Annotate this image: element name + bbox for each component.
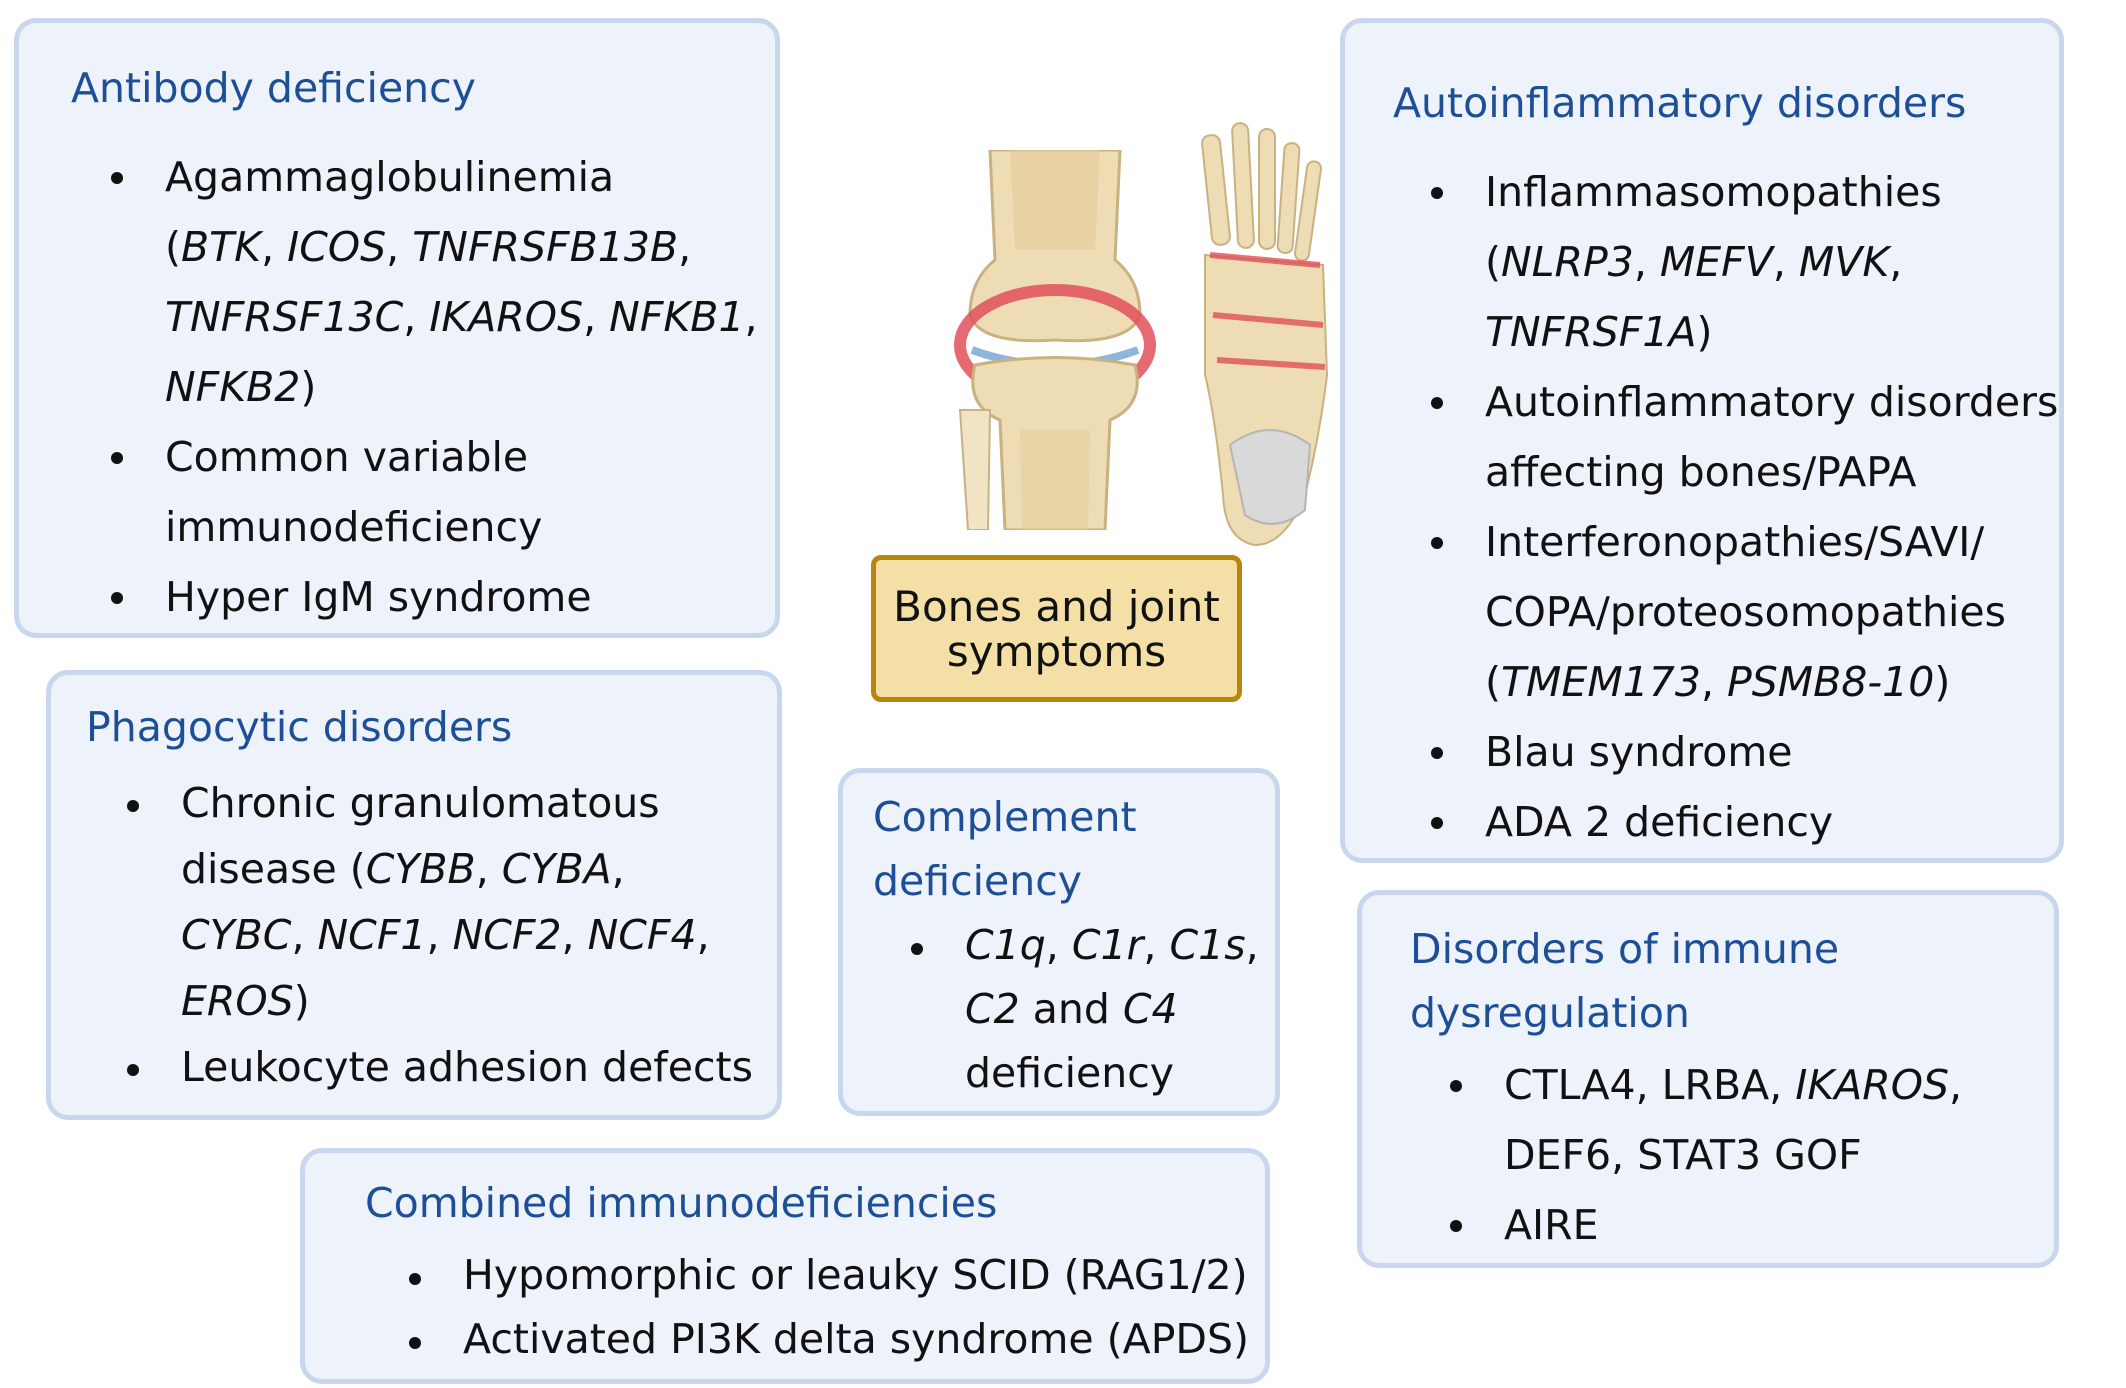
- phagocytic-disorders-box: Phagocytic disorders Chronic granulomato…: [46, 670, 782, 1120]
- antibody-deficiency-box: Antibody deficiency Agammaglobulinemia (…: [14, 18, 780, 638]
- list-item: Autoinflammatory disorders affecting bon…: [1425, 367, 2058, 507]
- phagocytic-disorders-title: Phagocytic disorders: [86, 703, 513, 751]
- antibody-deficiency-title: Antibody deficiency: [71, 64, 476, 112]
- immune-dysregulation-title: Disorders of immune dysregulation: [1410, 925, 1840, 1037]
- antibody-deficiency-list: Agammaglobulinemia (BTK, ICOS, TNFRSFB13…: [105, 142, 758, 632]
- list-item: Inflammasomopathies (NLRP3, MEFV, MVK, T…: [1425, 157, 2058, 367]
- immune-dysregulation-box: Disorders of immune dysregulation CTLA4,…: [1357, 890, 2059, 1268]
- list-item: Blau syndrome: [1425, 717, 2058, 787]
- complement-deficiency-box: Complement deficiency C1q, C1r, C1s, C2 …: [838, 768, 1280, 1116]
- autoinflammatory-disorders-title: Autoinflammatory disorders: [1393, 79, 1967, 127]
- list-item: Hyper IgM syndrome: [105, 562, 758, 632]
- list-item: Common variable immunodeficiency: [105, 422, 758, 562]
- list-item: Chronic granulomatous disease (CYBB, CYB…: [121, 770, 753, 1034]
- list-item: Agammaglobulinemia (BTK, ICOS, TNFRSFB13…: [105, 142, 758, 422]
- autoinflammatory-disorders-list: Inflammasomopathies (NLRP3, MEFV, MVK, T…: [1425, 157, 2058, 857]
- combined-immunodeficiencies-list: Hypomorphic or leauky SCID (RAG1/2) Acti…: [403, 1243, 1249, 1371]
- knee-joint-illustration: [954, 150, 1156, 530]
- bones-joint-symptoms-label: Bones and joint symptoms: [871, 555, 1242, 702]
- list-item: Leukocyte adhesion defects: [121, 1034, 753, 1100]
- list-item: Activated PI3K delta syndrome (APDS): [403, 1307, 1249, 1371]
- list-item: AIRE: [1444, 1190, 1962, 1260]
- list-item: ADA 2 deficiency: [1425, 787, 2058, 857]
- list-item: CTLA4, LRBA, IKAROS, DEF6, STAT3 GOF: [1444, 1050, 1962, 1190]
- phagocytic-disorders-list: Chronic granulomatous disease (CYBB, CYB…: [121, 770, 753, 1100]
- list-item: Interferonopathies/SAVI/ COPA/proteosomo…: [1425, 507, 2058, 717]
- complement-deficiency-title: Complement deficiency: [873, 793, 1137, 905]
- complement-deficiency-list: C1q, C1r, C1s, C2 and C4 deficiency: [905, 913, 1259, 1105]
- autoinflammatory-disorders-box: Autoinflammatory disorders Inflammasomop…: [1340, 18, 2064, 863]
- list-item: Hypomorphic or leauky SCID (RAG1/2): [403, 1243, 1249, 1307]
- combined-immunodeficiencies-box: Combined immunodeficiencies Hypomorphic …: [300, 1148, 1270, 1384]
- immune-dysregulation-list: CTLA4, LRBA, IKAROS, DEF6, STAT3 GOF AIR…: [1444, 1050, 1962, 1260]
- combined-immunodeficiencies-title: Combined immunodeficiencies: [365, 1179, 998, 1227]
- foot-bones-illustration: [1201, 122, 1329, 547]
- list-item: C1q, C1r, C1s, C2 and C4 deficiency: [905, 913, 1259, 1105]
